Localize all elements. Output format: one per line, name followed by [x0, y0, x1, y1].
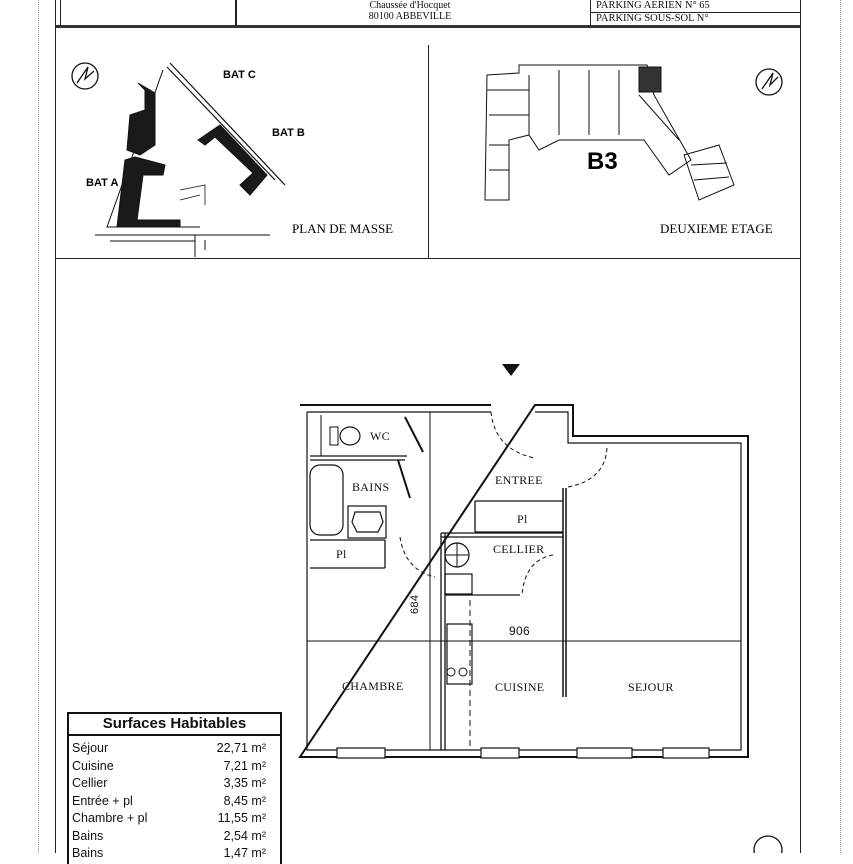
room-name: Bains: [72, 846, 104, 860]
address-line2: 80100 ABBEVILLE: [368, 11, 452, 22]
site-layout: [95, 62, 286, 257]
room-bains: BAINS: [352, 480, 390, 494]
entry-arrow-icon: [502, 364, 520, 376]
room-name: Chambre + pl: [72, 811, 148, 825]
frame-right: [800, 0, 801, 853]
room-name: Cuisine: [72, 758, 114, 773]
bat-c-label: BAT C: [223, 69, 256, 81]
building-label: B3: [587, 148, 618, 175]
room-name: Entrée + pl: [72, 793, 133, 808]
room-placard-entree: Pl: [517, 512, 528, 526]
room-name: Séjour: [72, 741, 109, 755]
parking-divider: [590, 12, 800, 13]
table-row: Cellier 3,35 m²: [69, 775, 280, 793]
dimension-horizontal: 906: [509, 624, 530, 638]
table-row: Bains 1,47 m²: [69, 845, 280, 863]
table-row: Séjour 22,71 m²: [69, 740, 280, 758]
address-line1: Chaussée d'Hocquet: [369, 0, 451, 11]
table-row: Cuisine 7,21 m²: [69, 758, 280, 776]
room-entree: ENTREE: [495, 473, 543, 487]
room-area: 8,45 m²: [223, 793, 266, 808]
room-area: 7,21 m²: [223, 758, 266, 773]
windows: [336, 747, 710, 759]
plan-de-masse-caption: PLAN DE MASSE: [292, 221, 393, 236]
north-arrow-icon: [753, 835, 783, 853]
toilet-icon: [339, 426, 361, 446]
surfaces-table: Surfaces Habitables Séjour 22,71 m² Cuisi…: [67, 712, 282, 864]
deuxieme-etage-caption: DEUXIEME ETAGE: [660, 221, 773, 236]
room-cellier: CELLIER: [493, 542, 545, 556]
parking-sous-sol: PARKING SOUS-SOL N°: [596, 13, 709, 24]
room-area: 1,47 m²: [223, 846, 266, 860]
bat-a-label: BAT A: [86, 177, 118, 189]
dimension-vertical: 684: [409, 594, 421, 614]
parking-box: [590, 0, 801, 26]
sink-icon: [351, 511, 384, 533]
room-name: Cellier: [72, 776, 108, 790]
room-name: Bains: [72, 828, 104, 843]
parking-aerien: PARKING AERIEN N° 65: [596, 0, 710, 11]
table-row: Chambre + pl 11,55 m²: [69, 810, 280, 828]
room-sejour: SEJOUR: [628, 680, 674, 694]
table-row: Bains 2,54 m²: [69, 828, 280, 846]
site-plan-drawing: BAT C BAT B BAT A PLAN DE MASSE: [71, 62, 393, 257]
plans-divider-vertical: [428, 45, 429, 259]
page-margin-right: [840, 0, 841, 853]
floor-overview-drawing: B3 DEUXIEME ETAGE: [484, 64, 783, 236]
header-rule: [55, 25, 801, 28]
surfaces-title: Surfaces Habitables: [69, 714, 280, 736]
kitchenette-icon: [446, 623, 473, 685]
room-cuisine: CUISINE: [495, 680, 545, 694]
room-wc: WC: [370, 429, 390, 443]
room-area: 22,71 m²: [216, 741, 266, 755]
table-row: Entrée + pl 8,45 m²: [69, 793, 280, 811]
plans-divider-horizontal: [55, 258, 801, 259]
frame-left: [55, 0, 56, 853]
bat-b-label: BAT B: [272, 127, 305, 139]
bathtub-icon: [309, 464, 344, 536]
page-margin-left: [38, 0, 39, 853]
building-outline: [484, 64, 735, 201]
room-placard-chambre: Pl: [336, 547, 347, 561]
room-area: 2,54 m²: [223, 828, 266, 843]
north-arrow-icon: [755, 68, 783, 96]
room-chambre: CHAMBRE: [342, 679, 404, 693]
room-area: 3,35 m²: [223, 776, 266, 790]
room-area: 11,55 m²: [217, 811, 266, 825]
north-arrow-icon: [71, 62, 99, 90]
